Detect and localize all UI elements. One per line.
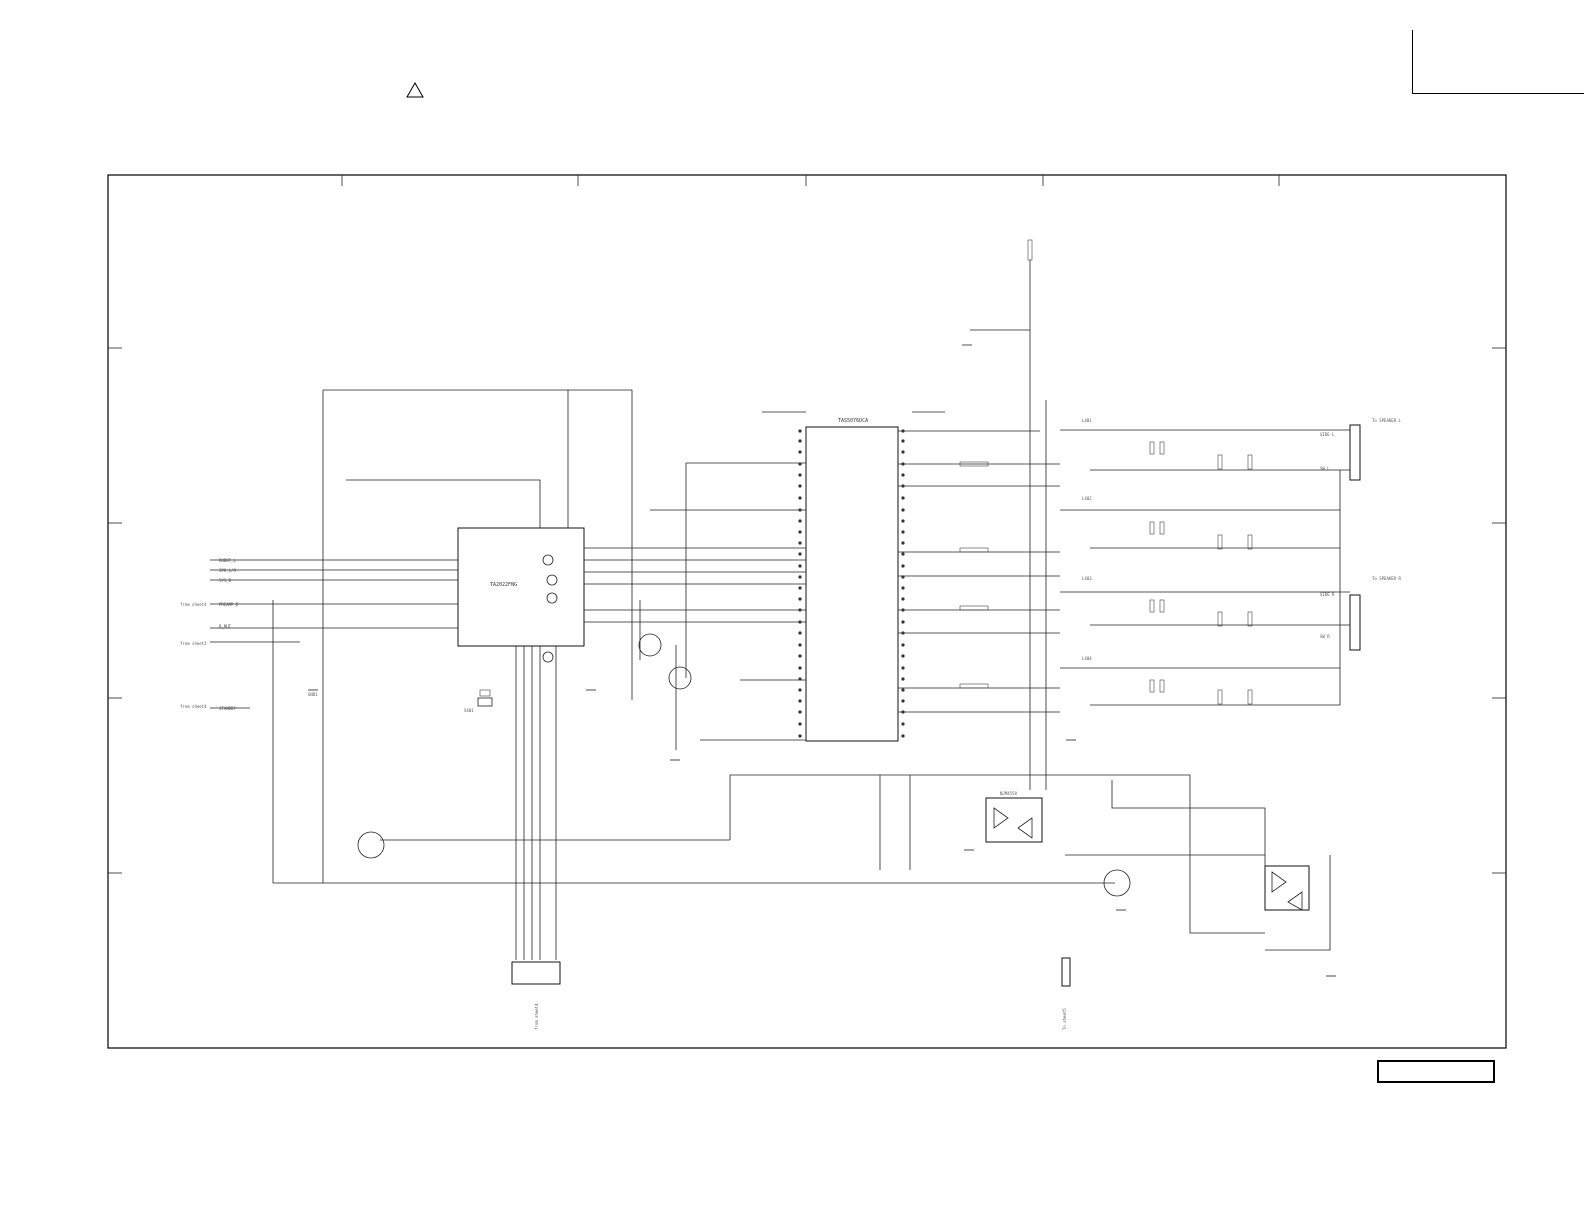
dsp-ic-label: TAS5076DCA — [838, 418, 868, 424]
svg-text:X401: X401 — [464, 708, 474, 713]
speaker-connector-r — [1349, 594, 1361, 651]
main-ic-body — [457, 527, 585, 647]
svg-text:SPK_L/R: SPK_L/R — [219, 568, 236, 573]
component-marks — [479, 239, 1253, 705]
warning-triangle-icon — [406, 82, 424, 98]
dsp-ic-body — [805, 426, 899, 742]
speaker-r-label: To SPEAKER R — [1372, 576, 1401, 581]
svg-text:from sheet4: from sheet4 — [180, 602, 207, 607]
crystal: X401 — [464, 697, 493, 713]
svg-text:from sheet3: from sheet3 — [180, 641, 207, 646]
svg-text:STANDBY: STANDBY — [219, 706, 236, 711]
svg-text:from sheet4: from sheet4 — [534, 1003, 539, 1030]
speaker-l-label: To SPEAKER L — [1372, 418, 1401, 423]
dsp-pin-markers — [798, 429, 905, 738]
main-ic: TA2022FNG — [457, 527, 585, 663]
svg-text:SW L: SW L — [1320, 466, 1330, 471]
svg-text:ROBOT_L: ROBOT_L — [219, 558, 236, 563]
svg-text:from sheet4: from sheet4 — [180, 704, 207, 709]
opamp-ics: NJM4558 — [985, 791, 1310, 911]
schematic-frame — [107, 174, 1507, 1049]
svg-text:PREAMP_D: PREAMP_D — [219, 602, 239, 607]
left-input-labels: ROBOT_L SPK_L/R SYS_D PREAMP_D B_MUT STA… — [180, 558, 239, 711]
title-block-corner — [1412, 30, 1584, 94]
svg-text:L401: L401 — [1082, 418, 1092, 423]
opamp-1 — [985, 797, 1043, 843]
inductor-labels: L401 L402 L403 L404 — [1082, 418, 1092, 661]
bottom-connector: from sheet4 To sheet5 — [511, 957, 1071, 1030]
main-ic-label: TA2022FNG — [490, 582, 517, 588]
ground-symbols — [308, 344, 1336, 977]
svg-text:L404: L404 — [1082, 656, 1092, 661]
svg-text:SYS_D: SYS_D — [219, 578, 232, 583]
svg-text:SW R: SW R — [1320, 634, 1330, 639]
model-number-box — [1377, 1060, 1495, 1083]
dsp-ic: TAS5076DCA — [805, 418, 899, 742]
wires — [210, 260, 1350, 960]
speaker-connector-l — [1349, 424, 1361, 481]
svg-text:To sheet5: To sheet5 — [1062, 1008, 1067, 1030]
svg-text:SIDE L: SIDE L — [1320, 432, 1335, 437]
output-connectors: To SPEAKER L To SPEAKER R — [1349, 418, 1401, 651]
transistors — [357, 633, 1131, 897]
frame-ticks — [108, 175, 1506, 874]
svg-text:B_MUT: B_MUT — [219, 624, 232, 629]
svg-text:L403: L403 — [1082, 576, 1092, 581]
svg-text:SIDE R: SIDE R — [1320, 592, 1335, 597]
gnd-label: GND1 — [308, 692, 318, 697]
opamp-1-label: NJM4558 — [1000, 791, 1017, 796]
right-pin-labels: SIDE L SW L SIDE R SW R — [1320, 432, 1335, 639]
svg-text:L402: L402 — [1082, 496, 1092, 501]
